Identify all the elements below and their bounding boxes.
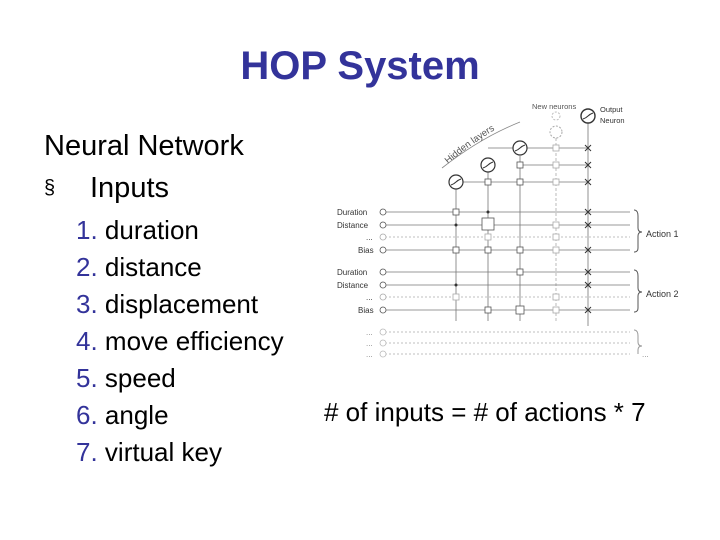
list-item: 3. displacement — [76, 286, 284, 323]
input-label-ellipsis: ... — [366, 339, 373, 348]
input-label-bias: Bias — [358, 306, 374, 315]
action-brace — [633, 269, 643, 313]
slide-title: HOP System — [240, 44, 480, 88]
connection-dots — [454, 210, 490, 287]
hidden-neurons — [448, 140, 528, 190]
output-label-2: Neuron — [600, 116, 625, 125]
input-label-bias: Bias — [358, 246, 374, 255]
input-label-ellipsis: ... — [366, 328, 373, 337]
list-number: 3. — [76, 289, 98, 319]
input-label-distance: Distance — [337, 281, 369, 290]
input-label-duration: Duration — [337, 268, 367, 277]
input-label-duration: Duration — [337, 208, 367, 217]
output-label-1: Output — [600, 105, 623, 114]
list-text: angle — [104, 400, 169, 430]
list-number: 7. — [76, 437, 98, 467]
bullet-marker-icon: § — [44, 177, 56, 199]
input-label-ellipsis: ... — [366, 293, 373, 302]
dotted-connections — [385, 236, 630, 355]
list-number: 6. — [76, 400, 98, 430]
list-number: 4. — [76, 326, 98, 356]
action-label-1: Action 1 — [646, 229, 679, 239]
list-item: 7. virtual key — [76, 434, 284, 471]
action-brace — [633, 329, 643, 354]
action-label-2: Action 2 — [646, 289, 679, 299]
action-brace — [633, 209, 643, 253]
list-text: move efficiency — [104, 326, 284, 356]
list-text: speed — [104, 363, 176, 393]
inputs-list: 1. duration 2. distance 3. displacement … — [76, 212, 284, 471]
output-crosses — [584, 144, 592, 314]
new-neurons-label: New neurons — [532, 102, 576, 111]
new-neuron-squares — [552, 144, 560, 314]
bullet-inputs: § Inputs — [44, 172, 169, 205]
input-label-ellipsis: ... — [366, 350, 373, 359]
bullet-label: Inputs — [90, 172, 169, 204]
list-number: 5. — [76, 363, 98, 393]
new-neurons — [549, 111, 563, 139]
list-text: distance — [104, 252, 202, 282]
input-label-distance: Distance — [337, 221, 369, 230]
list-text: duration — [104, 215, 199, 245]
input-nodes — [379, 208, 387, 358]
neural-network-diagram: Hidden layers New neurons Output Neuron … — [337, 102, 679, 359]
list-item: 4. move efficiency — [76, 323, 284, 360]
list-text: displacement — [104, 289, 259, 319]
section-heading: Neural Network — [44, 130, 244, 162]
input-label-ellipsis: ... — [366, 233, 373, 242]
list-number: 2. — [76, 252, 98, 282]
trailing-dots: ... — [642, 350, 649, 359]
list-item: 1. duration — [76, 212, 284, 249]
weight-squares — [452, 161, 525, 315]
list-text: virtual key — [104, 437, 222, 467]
output-neuron — [580, 108, 596, 124]
list-item: 6. angle — [76, 397, 284, 434]
hidden-layers-arc — [441, 121, 521, 169]
list-item: 5. speed — [76, 360, 284, 397]
inputs-formula: # of inputs = # of actions * 7 — [324, 397, 646, 427]
list-number: 1. — [76, 215, 98, 245]
list-item: 2. distance — [76, 249, 284, 286]
horizontal-connections — [385, 147, 630, 311]
